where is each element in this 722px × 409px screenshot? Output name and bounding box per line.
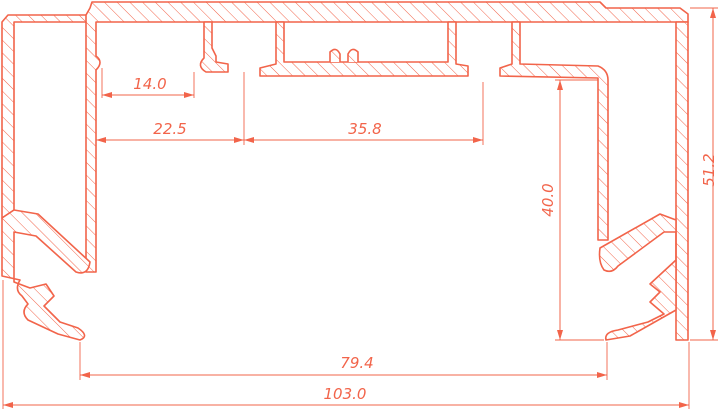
left-slot-lip [199, 21, 229, 73]
dimension-label-slot-width: 14.0 [133, 75, 166, 93]
center-rib [329, 48, 359, 62]
right-lower-flange [598, 213, 677, 341]
dimension-label-inner-height: 40.0 [539, 183, 557, 216]
profile-section [1, 1, 689, 341]
dimension-overall-width: 103.0 [2, 280, 690, 409]
left-inner-wall [85, 1, 689, 273]
dimension-center-channel: 35.8 [244, 82, 484, 145]
left-lower-flange [1, 209, 91, 341]
dimension-opening-width: 79.4 [79, 342, 608, 380]
dimension-inner-height: 40.0 [539, 79, 604, 341]
dimension-left-offset: 22.5 [96, 72, 245, 145]
dimension-overall-height: 51.2 [690, 7, 718, 341]
dimension-label-left-offset: 22.5 [153, 120, 186, 138]
left-outer-wall [1, 14, 91, 219]
dimension-label-center-channel: 35.8 [348, 120, 381, 138]
dimension-slot-width: 14.0 [101, 68, 195, 98]
center-channel [259, 21, 469, 77]
dimension-label-opening-width: 79.4 [340, 354, 373, 372]
dimension-label-overall-width: 103.0 [324, 385, 367, 403]
dimension-label-overall-height: 51.2 [700, 153, 718, 186]
right-slot-bar [499, 21, 609, 241]
right-outer-wall [675, 21, 689, 341]
